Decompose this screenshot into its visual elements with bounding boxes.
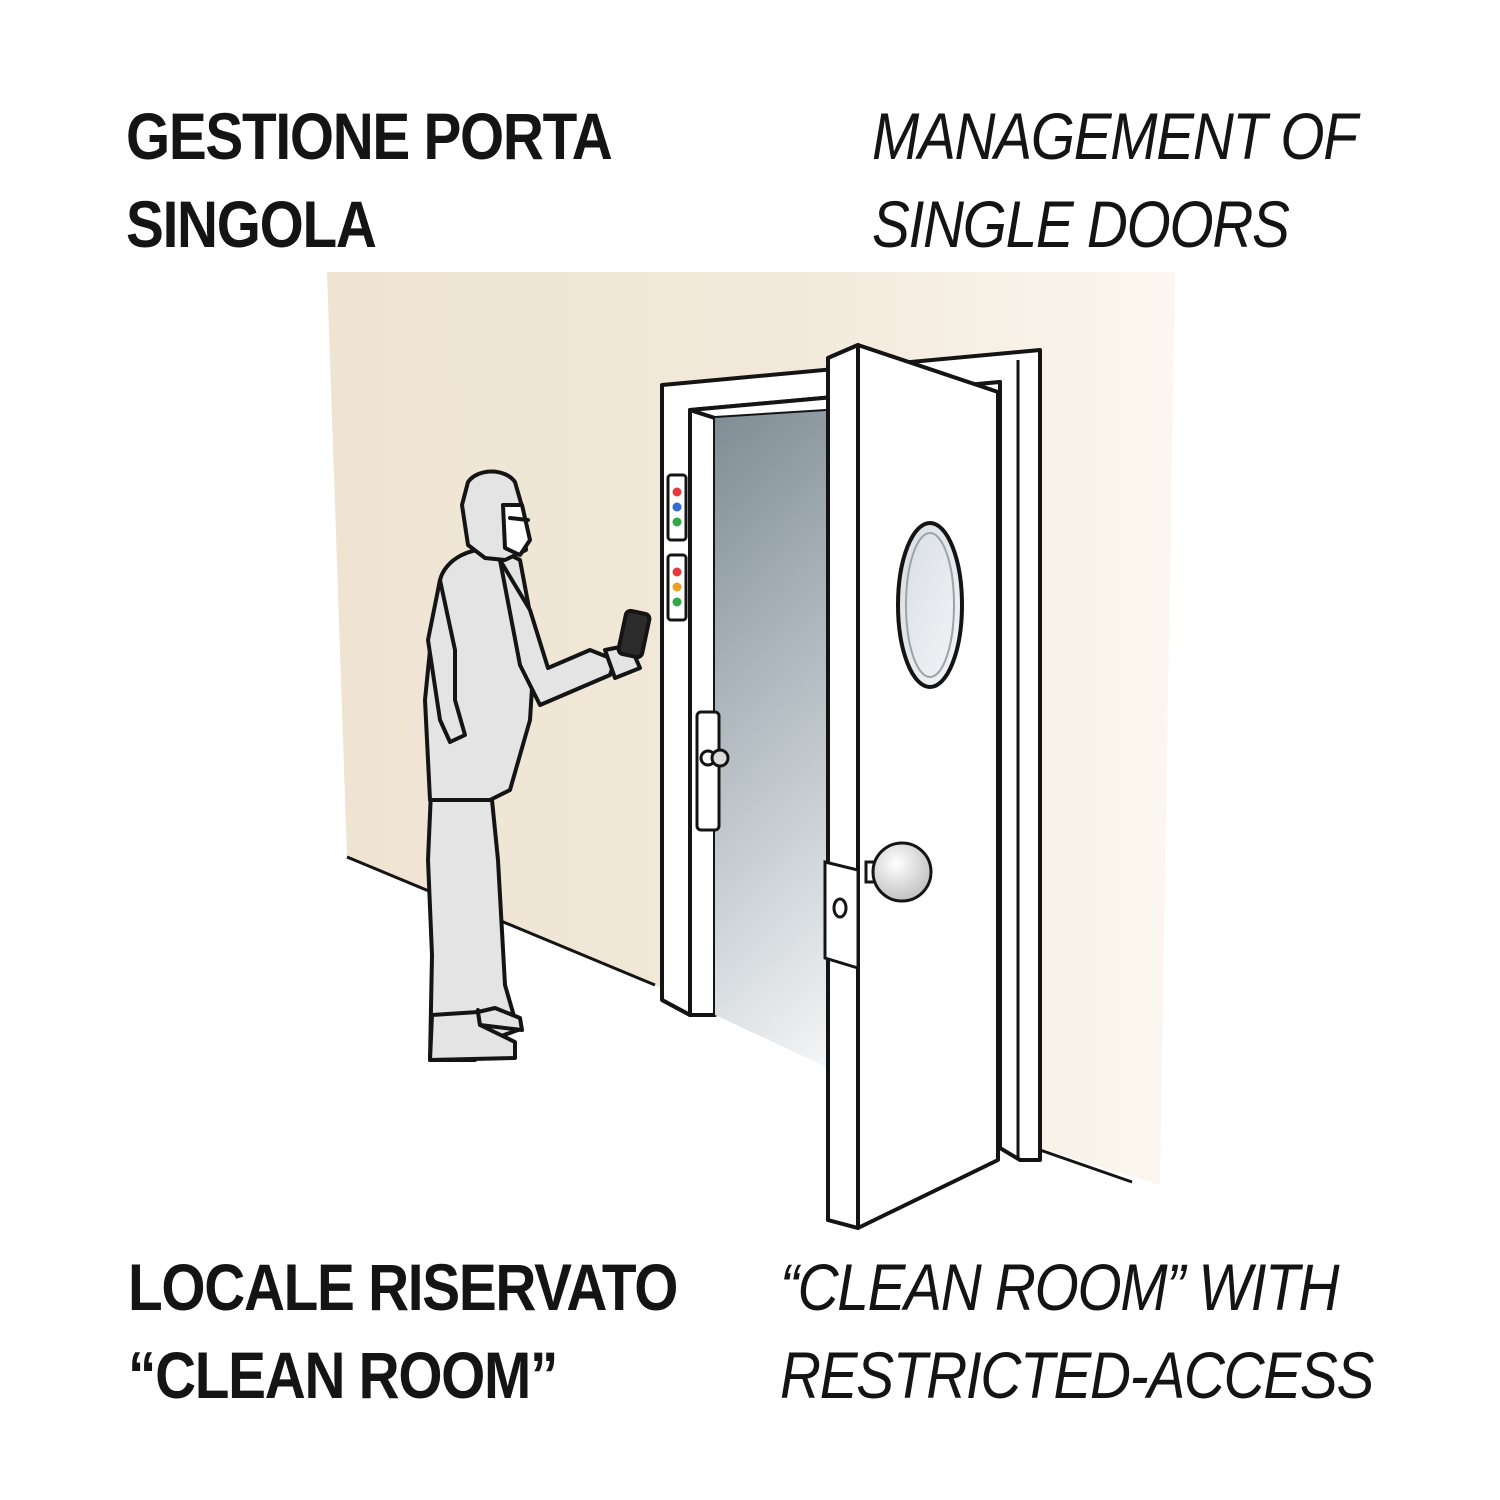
door-knob [864, 841, 933, 903]
person-in-cleanroom-suit [423, 469, 652, 1062]
access-indicator-panel-top [666, 473, 688, 542]
access-card [616, 608, 652, 660]
english-caption-line-1: “CLEAN ROOM” WITH [780, 1250, 1340, 1324]
open-door-leaf [826, 343, 1000, 1230]
door-lock-plate [823, 860, 860, 971]
english-title-line-1: MANAGEMENT OF [872, 99, 1358, 173]
indicator-light-green [672, 597, 682, 607]
access-indicator-panel-bottom [666, 553, 688, 622]
italian-title: GESTIONE PORTA SINGOLA [126, 92, 613, 268]
porthole-window [896, 521, 964, 689]
indicator-light-red [672, 567, 682, 577]
indicator-light-green [672, 517, 682, 527]
english-caption-line-2: RESTRICTED-ACCESS [780, 1338, 1374, 1412]
jamb-lock-plate [695, 710, 730, 832]
italian-caption-line-2: “CLEAN ROOM” [128, 1338, 558, 1412]
italian-caption: LOCALE RISERVATO “CLEAN ROOM” [128, 1243, 678, 1419]
english-title: MANAGEMENT OF SINGLE DOORS [872, 92, 1358, 268]
italian-title-line-1: GESTIONE PORTA [126, 99, 613, 173]
italian-title-line-2: SINGOLA [126, 187, 377, 261]
indicator-light-blue [672, 502, 682, 512]
italian-caption-line-1: LOCALE RISERVATO [128, 1250, 678, 1324]
indicator-light-orange [672, 582, 682, 592]
indicator-light-red [672, 487, 682, 497]
english-title-line-2: SINGLE DOORS [872, 187, 1290, 261]
english-caption: “CLEAN ROOM” WITH RESTRICTED-ACCESS [780, 1243, 1374, 1419]
